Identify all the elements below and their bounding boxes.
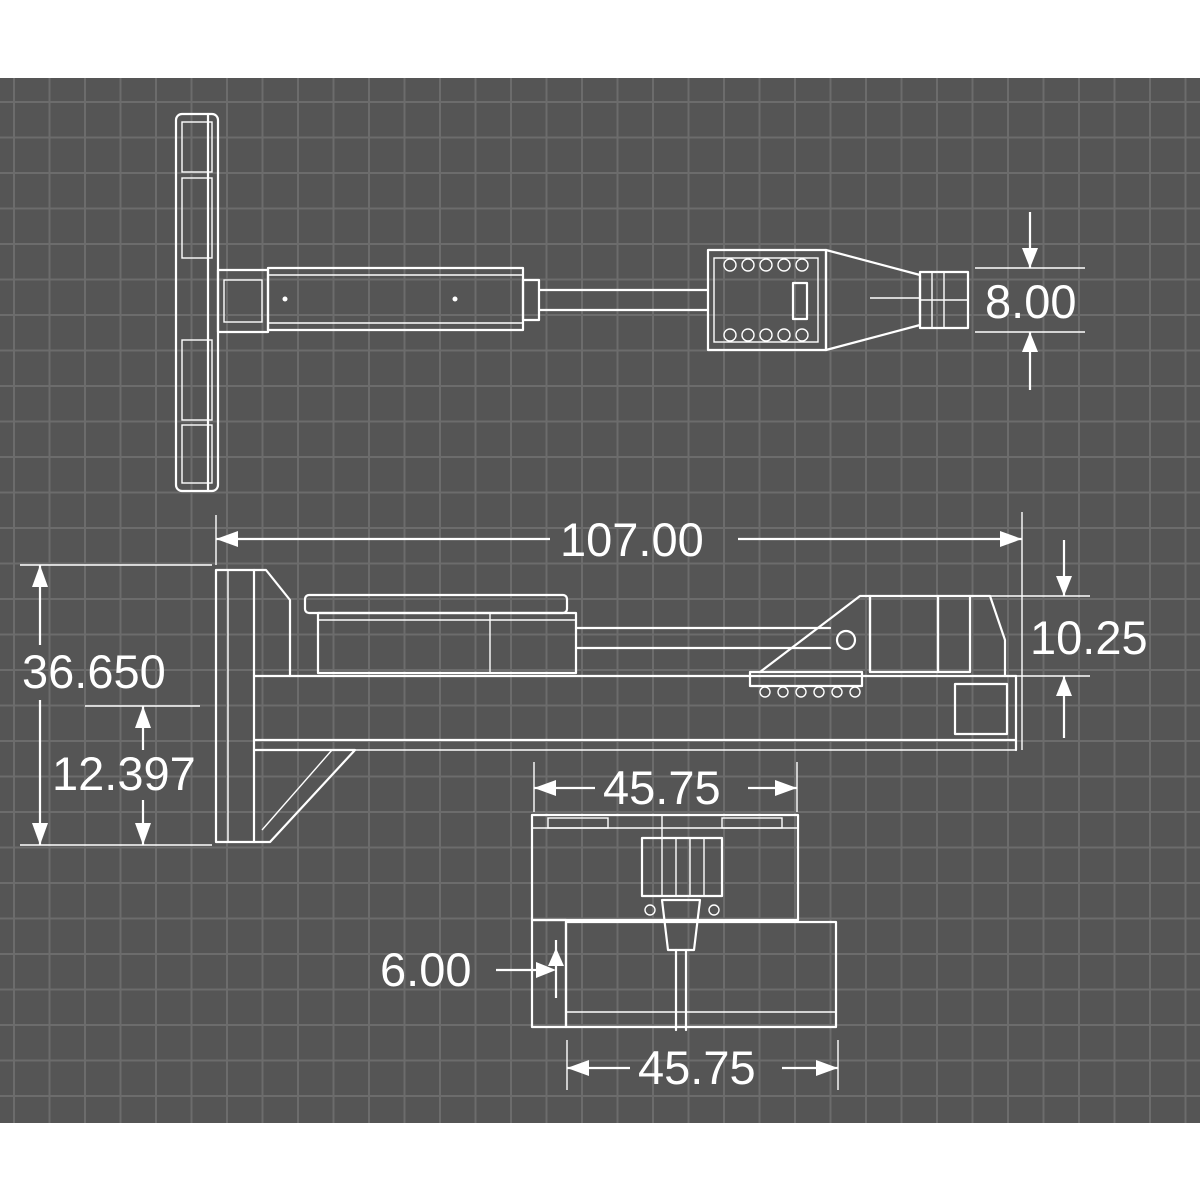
label-offset: 6.00 [380,943,471,996]
dim-top-height: 8.00 [975,212,1085,390]
label-lower-height: 12.397 [52,747,196,800]
bolt-row-top [723,258,809,272]
dim-frame-height: 10.25 [990,540,1148,738]
dim-overall-height: 36.650 [20,564,212,846]
dim-bottom-width: 45.75 [566,1040,839,1094]
label-frame-height: 10.25 [1030,611,1148,664]
label-overall-length: 107.00 [560,513,704,566]
top-view [174,112,970,493]
label-top-width: 45.75 [603,761,721,814]
dim-offset: 6.00 [380,940,564,998]
side-bolt-row [759,686,861,698]
label-bottom-width: 45.75 [638,1041,756,1094]
bolt-row-bottom [723,328,809,342]
dim-overall-length: 107.00 [215,512,1023,750]
dim-top-width: 45.75 [533,761,798,814]
dim-lower-height: 12.397 [52,705,200,845]
end-view [530,813,838,1032]
side-view [214,568,1018,844]
blueprint-grid-panel [0,78,1200,1123]
label-top-height: 8.00 [985,275,1076,328]
label-overall-height: 36.650 [22,645,166,698]
